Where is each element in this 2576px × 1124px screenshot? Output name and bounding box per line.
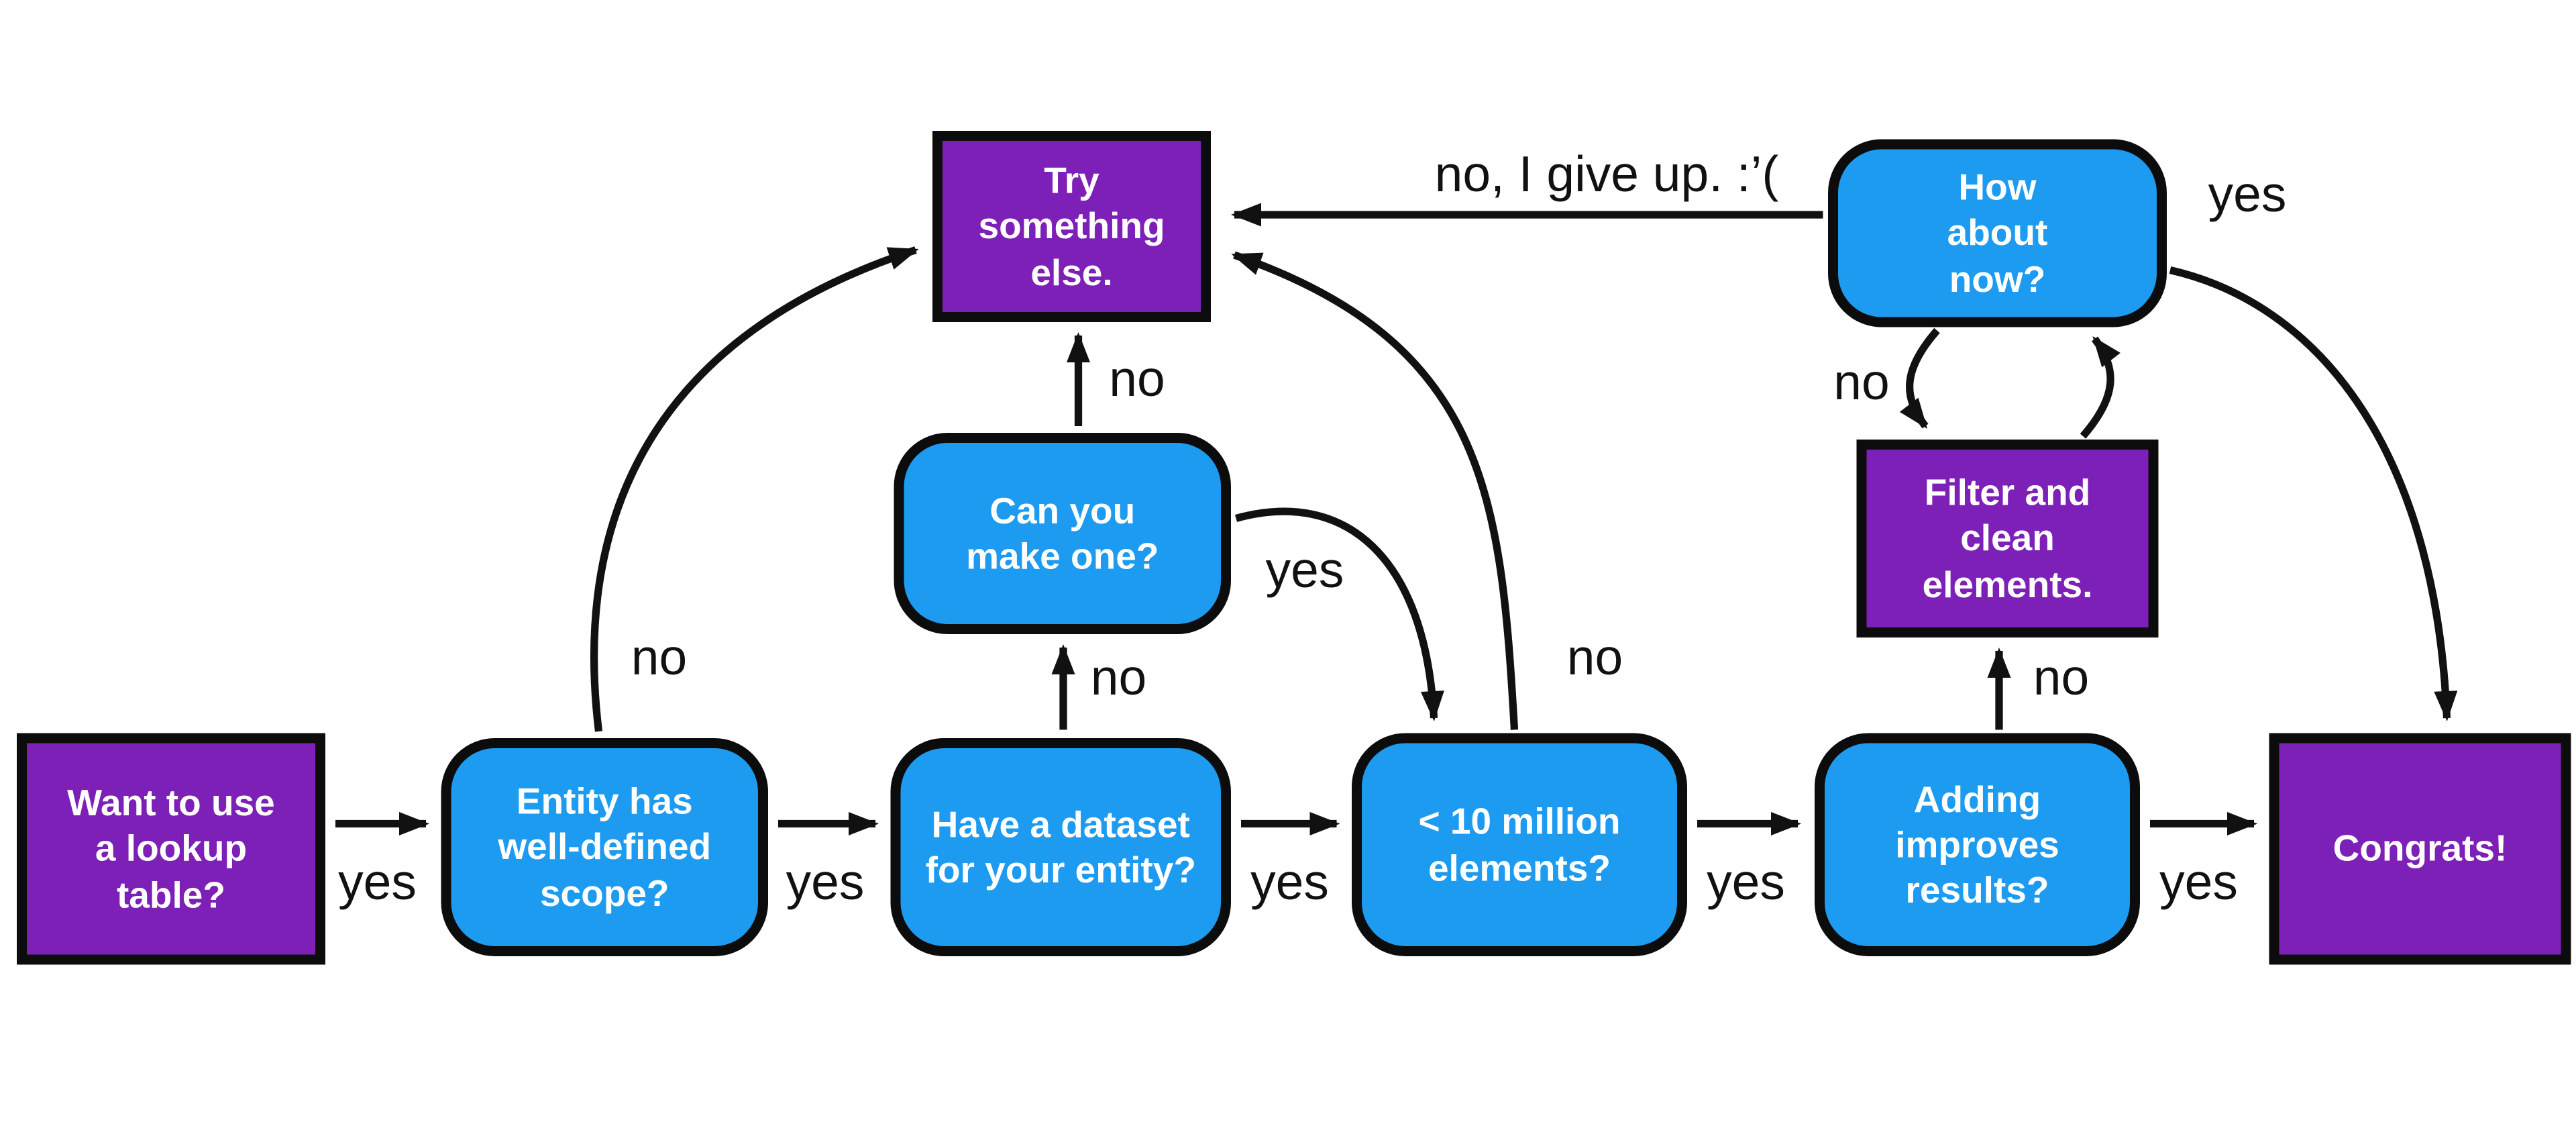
edge-label-entity-dataset: yes xyxy=(786,854,865,910)
node-entity-well-defined-scope: Entity has well-defined scope? xyxy=(441,738,768,956)
edge-label-tenmillion-adding: yes xyxy=(1707,854,1785,910)
node-label: Try something else. xyxy=(978,159,1165,293)
edge-label-want-entity: yes xyxy=(338,854,417,910)
edge-label-adding-filter: no xyxy=(2033,649,2089,705)
node-adding-improves-results: Adding improves results? xyxy=(1815,733,2140,956)
node-can-you-make-one: Can you make one? xyxy=(894,433,1231,634)
edge-label-adding-congrats: yes xyxy=(2159,854,2238,910)
edge-label-dataset-canmake: no xyxy=(1091,649,1146,705)
edge-label-howabout-filter: no xyxy=(1833,354,1889,410)
node-congrats: Congrats! xyxy=(2269,733,2571,965)
edge-label-canmake-try: no xyxy=(1109,350,1165,407)
node-label: Adding improves results? xyxy=(1895,777,2059,911)
node-filter-and-clean: Filter and clean elements. xyxy=(1856,440,2159,637)
node-label: Have a dataset for your entity? xyxy=(925,803,1196,891)
edge-label-canmake-tenmillion: yes xyxy=(1266,542,1344,598)
edge-label-entity-try: no xyxy=(631,629,687,685)
edge-entity-try-arrow xyxy=(590,246,919,732)
node-how-about-now: How about now? xyxy=(1828,139,2167,327)
edge-howabout-congrats-arrow xyxy=(2169,266,2458,721)
node-try-something-else: Try something else. xyxy=(932,131,1211,322)
edge-label-howabout-congrats: yes xyxy=(2208,166,2287,222)
edge-label-tenmillion-try: no xyxy=(1567,629,1623,685)
node-label: < 10 million elements? xyxy=(1418,801,1621,888)
edge-tenmillion-try-arrow xyxy=(1231,251,1519,730)
edge-howabout-filter-arrow xyxy=(1899,327,1940,429)
edge-filter-howabout-arrow xyxy=(2080,336,2121,439)
node-label: Entity has well-defined scope? xyxy=(498,780,712,914)
node-have-dataset: Have a dataset for your entity? xyxy=(890,738,1231,956)
node-label: How about now? xyxy=(1947,166,2048,300)
node-label: Filter and clean elements. xyxy=(1922,471,2093,605)
node-want-lookup-table: Want to use a lookup table? xyxy=(17,733,325,965)
node-ten-million-elements: < 10 million elements? xyxy=(1352,733,1687,956)
edge-label-dataset-tenmillion: yes xyxy=(1250,854,1329,910)
edge-label-howabout-try: no, I give up. :’( xyxy=(1435,146,1779,202)
edge-canmake-tenmillion-arrow xyxy=(1235,507,1444,721)
node-label: Congrats! xyxy=(2332,827,2508,870)
node-label: Want to use a lookup table? xyxy=(67,782,275,916)
node-label: Can you make one? xyxy=(966,489,1159,577)
